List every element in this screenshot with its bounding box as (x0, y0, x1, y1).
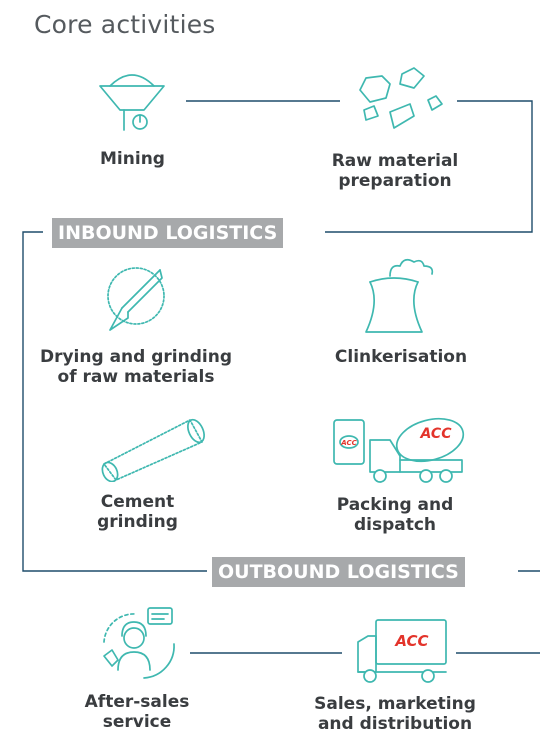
activity-label-mining: Mining (100, 149, 165, 169)
activity-label-packing: Packing and dispatch (336, 495, 454, 535)
truck-brand-logo: ACC (394, 632, 428, 650)
delivery-truck-icon: ACC (357, 619, 447, 683)
activity-label-drying: Drying and grinding of raw materials (39, 347, 232, 387)
activity-label-cement-grinding: Cement grinding (97, 492, 178, 532)
activity-label-clinkerisation: Clinkerisation (334, 347, 468, 367)
customer-support-icon (103, 607, 175, 679)
packing-bag-brand: ACC (340, 439, 357, 447)
page-title: Core activities (34, 10, 216, 39)
cement-truck-icon: ACC ACC (333, 417, 465, 483)
kiln-tower-icon (365, 258, 434, 333)
cement-roller-icon (101, 418, 205, 482)
mining-cart-icon (99, 74, 165, 131)
grinding-mill-icon (107, 267, 165, 331)
activity-label-sales: Sales, marketing and distribution (314, 694, 476, 734)
activity-label-after-sales: After-sales service (84, 692, 190, 732)
inbound-logistics-band: INBOUND LOGISTICS (52, 218, 284, 248)
connector-inbound-to-outbound (22, 231, 207, 572)
activity-label-raw-material: Raw material preparation (331, 151, 459, 191)
mixer-brand-logo: ACC (420, 426, 453, 442)
connector-raw-to-inbound (325, 100, 533, 233)
raw-material-rocks-icon (359, 67, 443, 129)
outbound-logistics-band: OUTBOUND LOGISTICS (212, 557, 465, 587)
